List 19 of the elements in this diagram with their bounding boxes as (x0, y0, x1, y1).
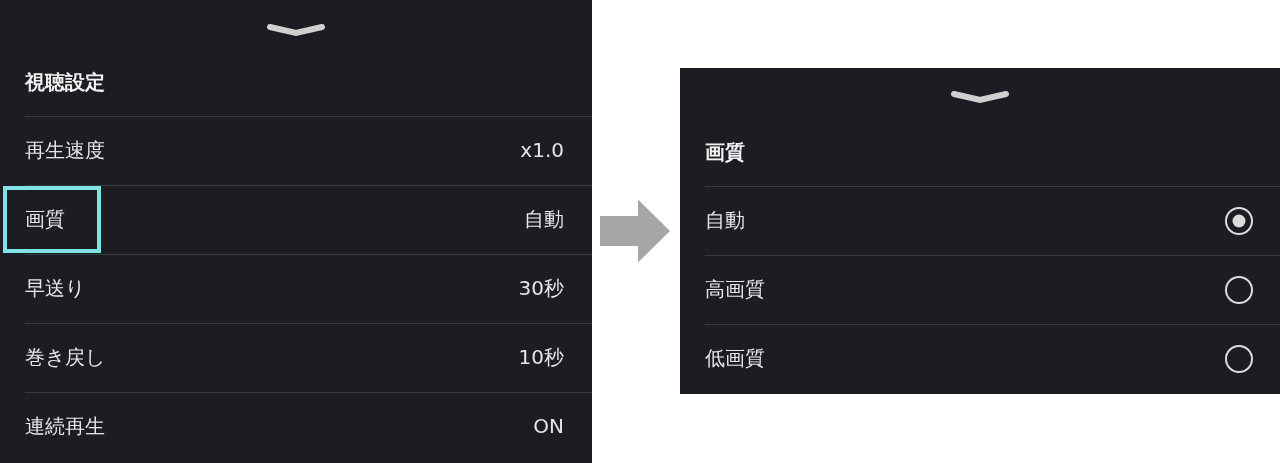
setting-label: 画質 (25, 206, 65, 233)
setting-value: 自動 (524, 206, 564, 233)
option-label: 低画質 (705, 345, 765, 372)
option-label: 高画質 (705, 276, 765, 303)
block-arrow (600, 199, 670, 263)
settings-row (0, 185, 592, 254)
section-title: 画質 (705, 139, 745, 166)
setting-value: x1.0 (520, 137, 564, 164)
setting-label: 連続再生 (25, 413, 105, 440)
setting-label: 再生速度 (25, 137, 105, 164)
setting-value: ON (533, 413, 564, 440)
setting-value: 30秒 (518, 275, 564, 302)
settings-panel (680, 68, 1280, 394)
section-title: 視聴設定 (25, 69, 105, 96)
setting-label: 巻き戻し (25, 344, 105, 371)
option-label: 自動 (705, 207, 745, 234)
setting-label: 早送り (25, 275, 85, 302)
settings-panel (0, 0, 592, 463)
setting-value: 10秒 (518, 344, 564, 371)
